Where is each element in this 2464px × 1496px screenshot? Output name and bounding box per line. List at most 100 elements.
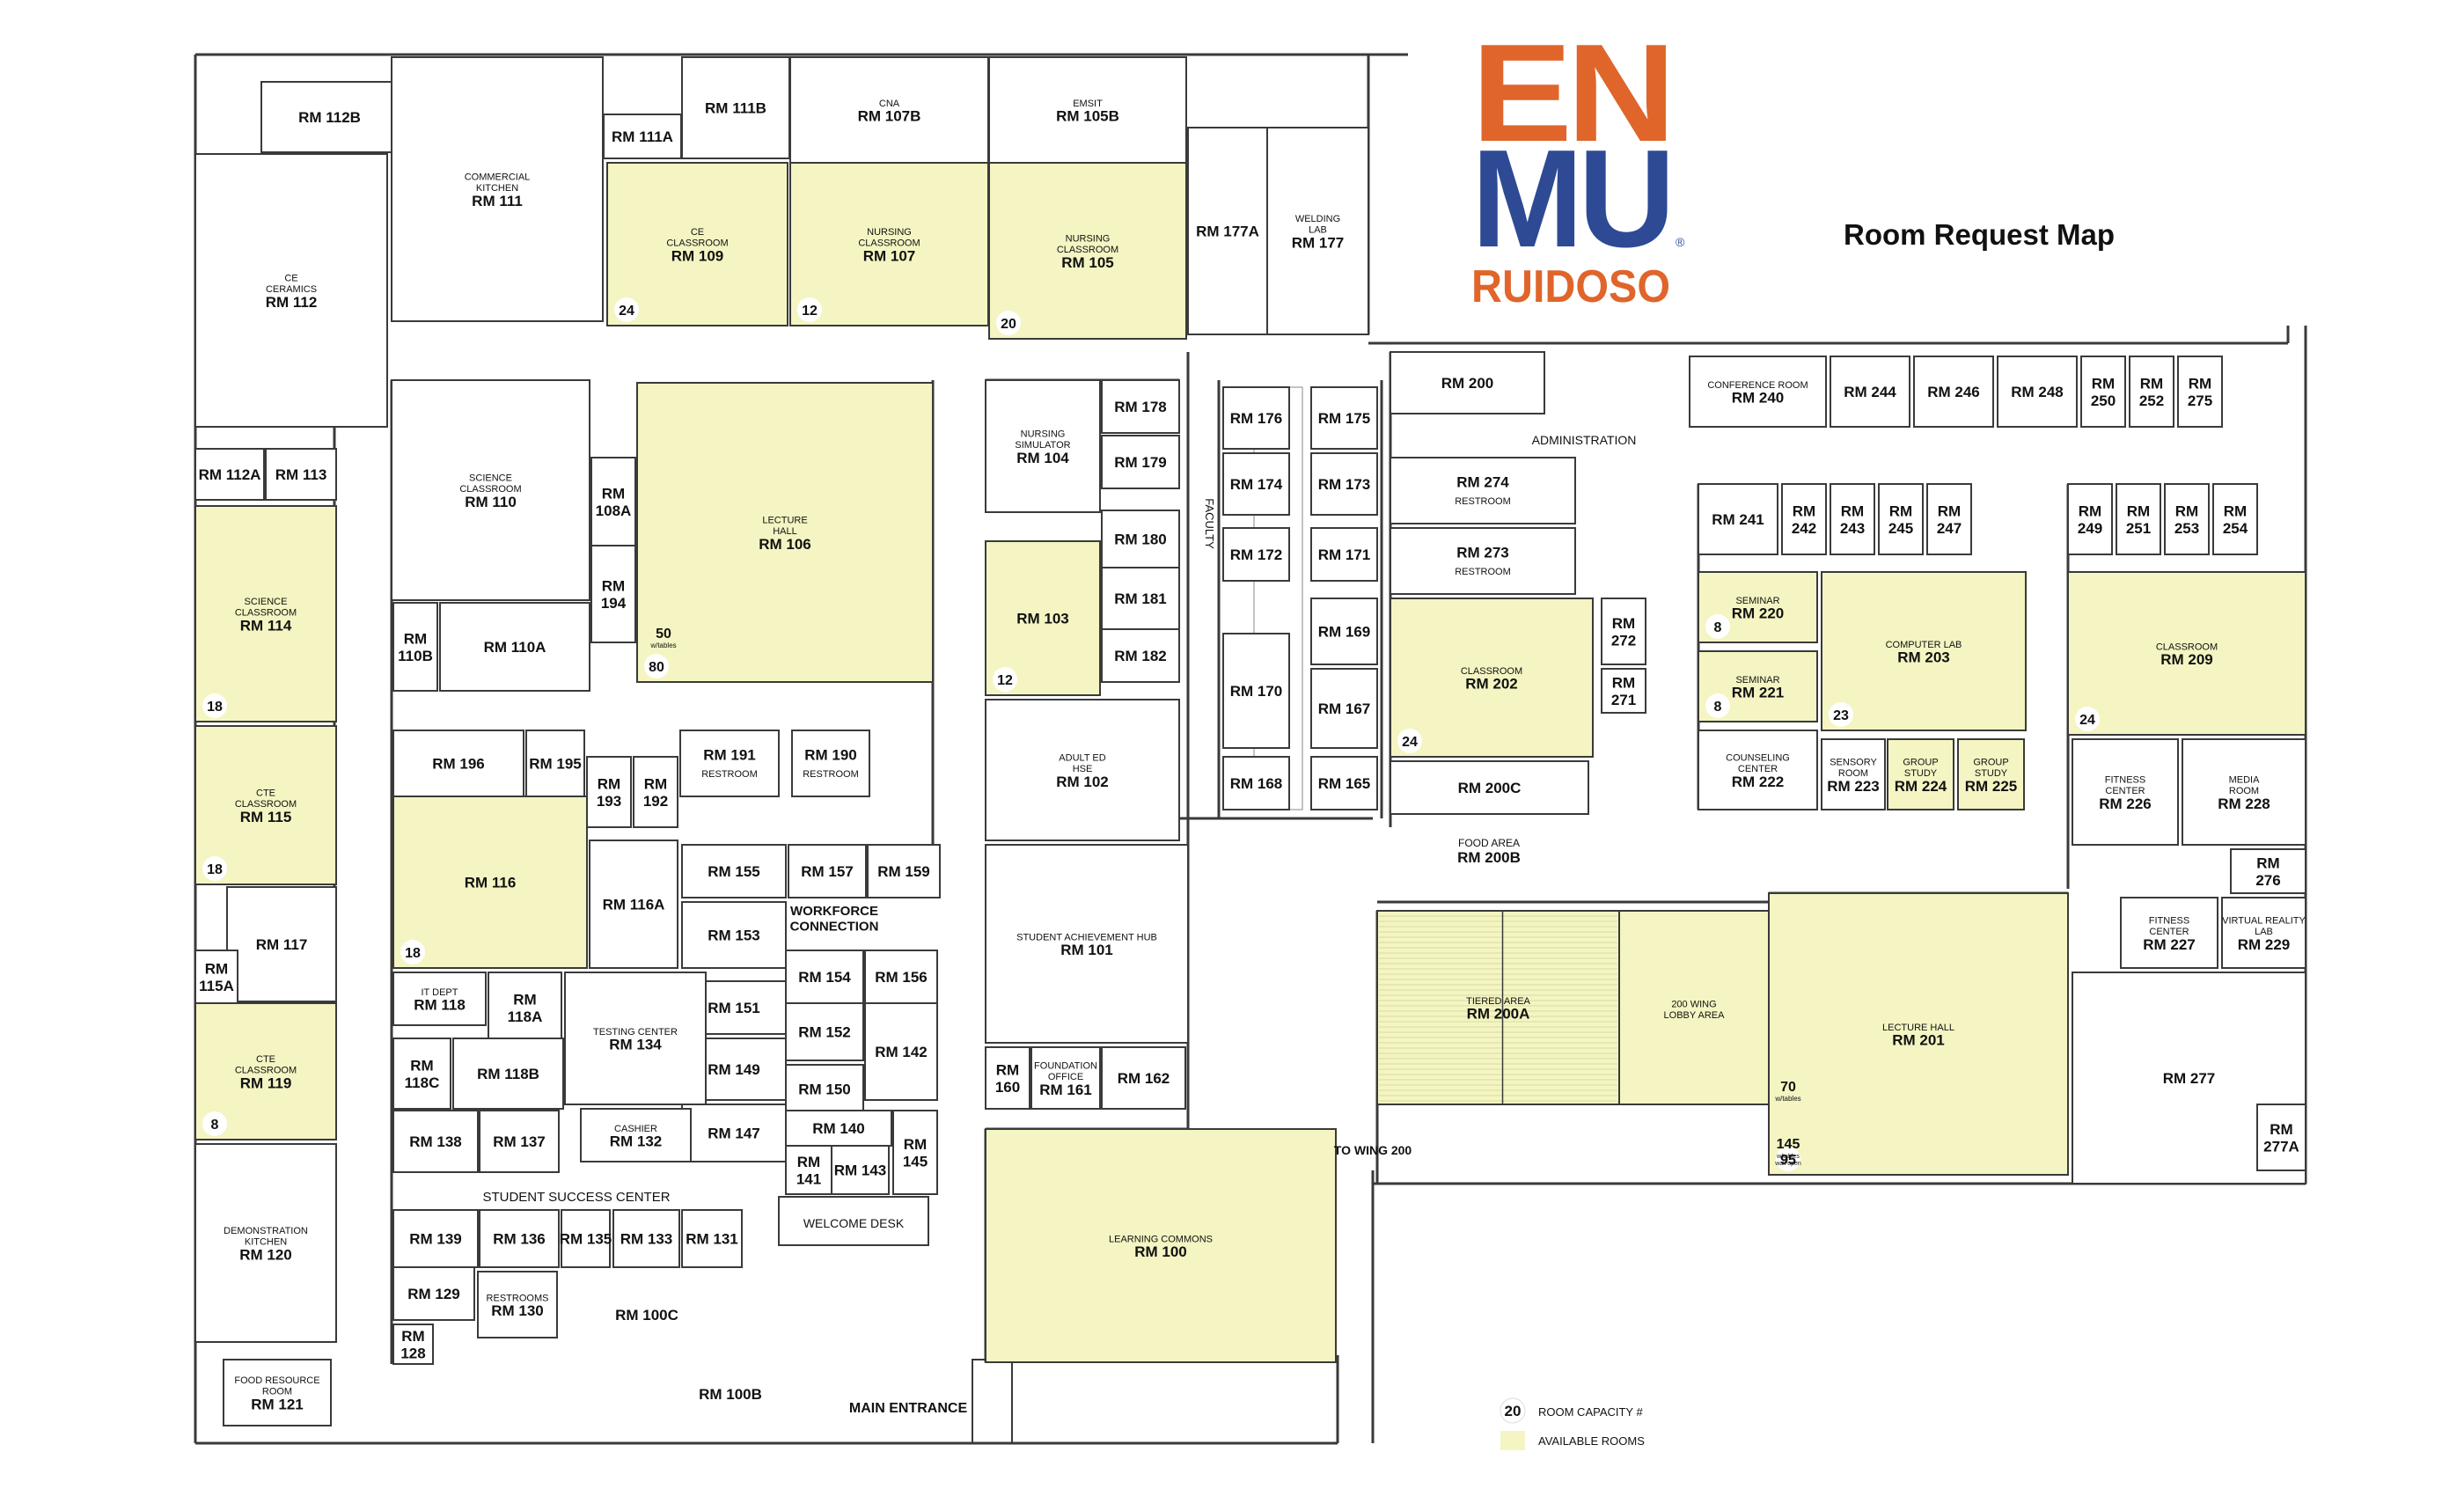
room-rm177[interactable] [1266, 127, 1369, 335]
room-rm150[interactable] [785, 1064, 864, 1114]
room-rm112b[interactable] [260, 81, 399, 153]
room-rm242[interactable] [1781, 483, 1827, 555]
room-rm157[interactable] [788, 844, 867, 898]
room-rm250[interactable] [2080, 356, 2126, 428]
room-rm243[interactable] [1830, 483, 1875, 555]
room-rm121[interactable] [223, 1359, 332, 1426]
room-rm277a[interactable] [2256, 1104, 2306, 1171]
room-rm156[interactable] [864, 950, 938, 1004]
room-rm274[interactable] [1390, 457, 1576, 524]
room-rm223[interactable] [1821, 738, 1886, 810]
room-rm108a[interactable] [590, 457, 636, 546]
room-rm161[interactable] [1030, 1046, 1101, 1110]
room-rm154[interactable] [785, 950, 864, 1004]
room-rm162[interactable] [1101, 1046, 1186, 1110]
room-rm175[interactable] [1310, 386, 1378, 450]
room-rm252[interactable] [2129, 356, 2174, 428]
room-rm180[interactable] [1101, 510, 1180, 568]
room-rm201[interactable] [1768, 892, 2069, 1176]
room-rm116[interactable] [392, 796, 588, 969]
room-rm196[interactable] [392, 730, 524, 797]
room-rm254[interactable] [2212, 483, 2258, 555]
room-rm105[interactable] [988, 162, 1187, 340]
room-rm153[interactable] [681, 901, 787, 969]
room-rm116a[interactable] [589, 840, 678, 969]
room-rm172[interactable] [1222, 527, 1290, 582]
room-lobby200[interactable] [1618, 910, 1770, 1105]
room-rm111b[interactable] [681, 56, 790, 159]
room-rm130[interactable] [477, 1271, 558, 1338]
room-rm193[interactable] [586, 756, 632, 828]
room-rm192[interactable] [633, 756, 678, 828]
room-rm113[interactable] [265, 448, 337, 501]
room-rm271[interactable] [1601, 668, 1646, 714]
room-rm200c[interactable] [1390, 760, 1589, 815]
room-rm120[interactable] [194, 1143, 337, 1343]
room-rm276[interactable] [2230, 848, 2306, 894]
room-rm194[interactable] [590, 545, 636, 643]
room-rm142[interactable] [864, 1002, 938, 1101]
room-rm273[interactable] [1390, 527, 1576, 595]
room-rm131[interactable] [681, 1209, 743, 1268]
room-rm221[interactable] [1698, 650, 1818, 722]
room-rm229[interactable] [2221, 897, 2306, 969]
room-rm140[interactable] [785, 1110, 892, 1147]
room-rm248[interactable] [1997, 356, 2078, 428]
room-rm145[interactable] [892, 1110, 938, 1195]
room-rm110a[interactable] [439, 602, 590, 692]
room-rm115a[interactable] [194, 950, 238, 1004]
room-rm117[interactable] [226, 886, 337, 1002]
room-rm143[interactable] [831, 1145, 890, 1195]
room-rm171[interactable] [1310, 527, 1378, 582]
room-rm165[interactable] [1310, 756, 1378, 810]
room-rm227[interactable] [2120, 897, 2218, 969]
room-rm129[interactable] [392, 1266, 475, 1321]
room-rm128[interactable] [392, 1324, 434, 1365]
room-rm134[interactable] [564, 972, 707, 1105]
room-rm100[interactable] [985, 1128, 1337, 1363]
room-rm114[interactable] [194, 505, 337, 722]
room-rm152[interactable] [785, 1002, 864, 1061]
room-rm190[interactable] [791, 730, 870, 797]
room-rm251[interactable] [2116, 483, 2161, 555]
room-rm222[interactable] [1698, 730, 1818, 810]
room-rm203[interactable] [1821, 571, 2027, 731]
room-rm200[interactable] [1390, 351, 1545, 414]
room-rm174[interactable] [1222, 452, 1290, 516]
room-rm104[interactable] [985, 379, 1101, 513]
room-rm169[interactable] [1310, 598, 1378, 665]
room-rm173[interactable] [1310, 452, 1378, 516]
room-rm102[interactable] [985, 699, 1180, 841]
room-rm132[interactable] [580, 1108, 692, 1162]
room-rm105b[interactable] [988, 56, 1187, 164]
room-rm178[interactable] [1101, 379, 1180, 434]
room-rm181[interactable] [1101, 567, 1180, 630]
room-rm106[interactable] [636, 382, 934, 683]
room-rm141[interactable] [785, 1145, 832, 1195]
room-rm136[interactable] [479, 1209, 560, 1268]
room-rm177a[interactable] [1187, 127, 1268, 335]
room-rm110[interactable] [391, 379, 590, 601]
room-rm112[interactable] [194, 153, 388, 428]
room-rm118a[interactable] [488, 972, 562, 1044]
room-rm176[interactable] [1222, 386, 1290, 450]
room-rm135[interactable] [561, 1209, 611, 1268]
room-rm107b[interactable] [789, 56, 989, 164]
room-rm182[interactable] [1101, 628, 1180, 683]
room-rm225[interactable] [1957, 738, 2025, 810]
room-rm244[interactable] [1830, 356, 1910, 428]
room-rm111a[interactable] [603, 114, 682, 159]
room-rm202[interactable] [1390, 598, 1594, 758]
room-rm109[interactable] [606, 162, 788, 326]
room-rm155[interactable] [681, 844, 787, 898]
room-rm170[interactable] [1222, 633, 1290, 749]
room-rm249[interactable] [2067, 483, 2113, 555]
room-rm241[interactable] [1698, 483, 1778, 555]
room-rm275[interactable] [2177, 356, 2223, 428]
room-rm168[interactable] [1222, 756, 1290, 810]
room-rm228[interactable] [2182, 738, 2306, 846]
room-rm159[interactable] [867, 844, 941, 898]
room-rm112a[interactable] [194, 448, 265, 501]
room-rm118[interactable] [392, 972, 487, 1026]
room-rm247[interactable] [1926, 483, 1972, 555]
